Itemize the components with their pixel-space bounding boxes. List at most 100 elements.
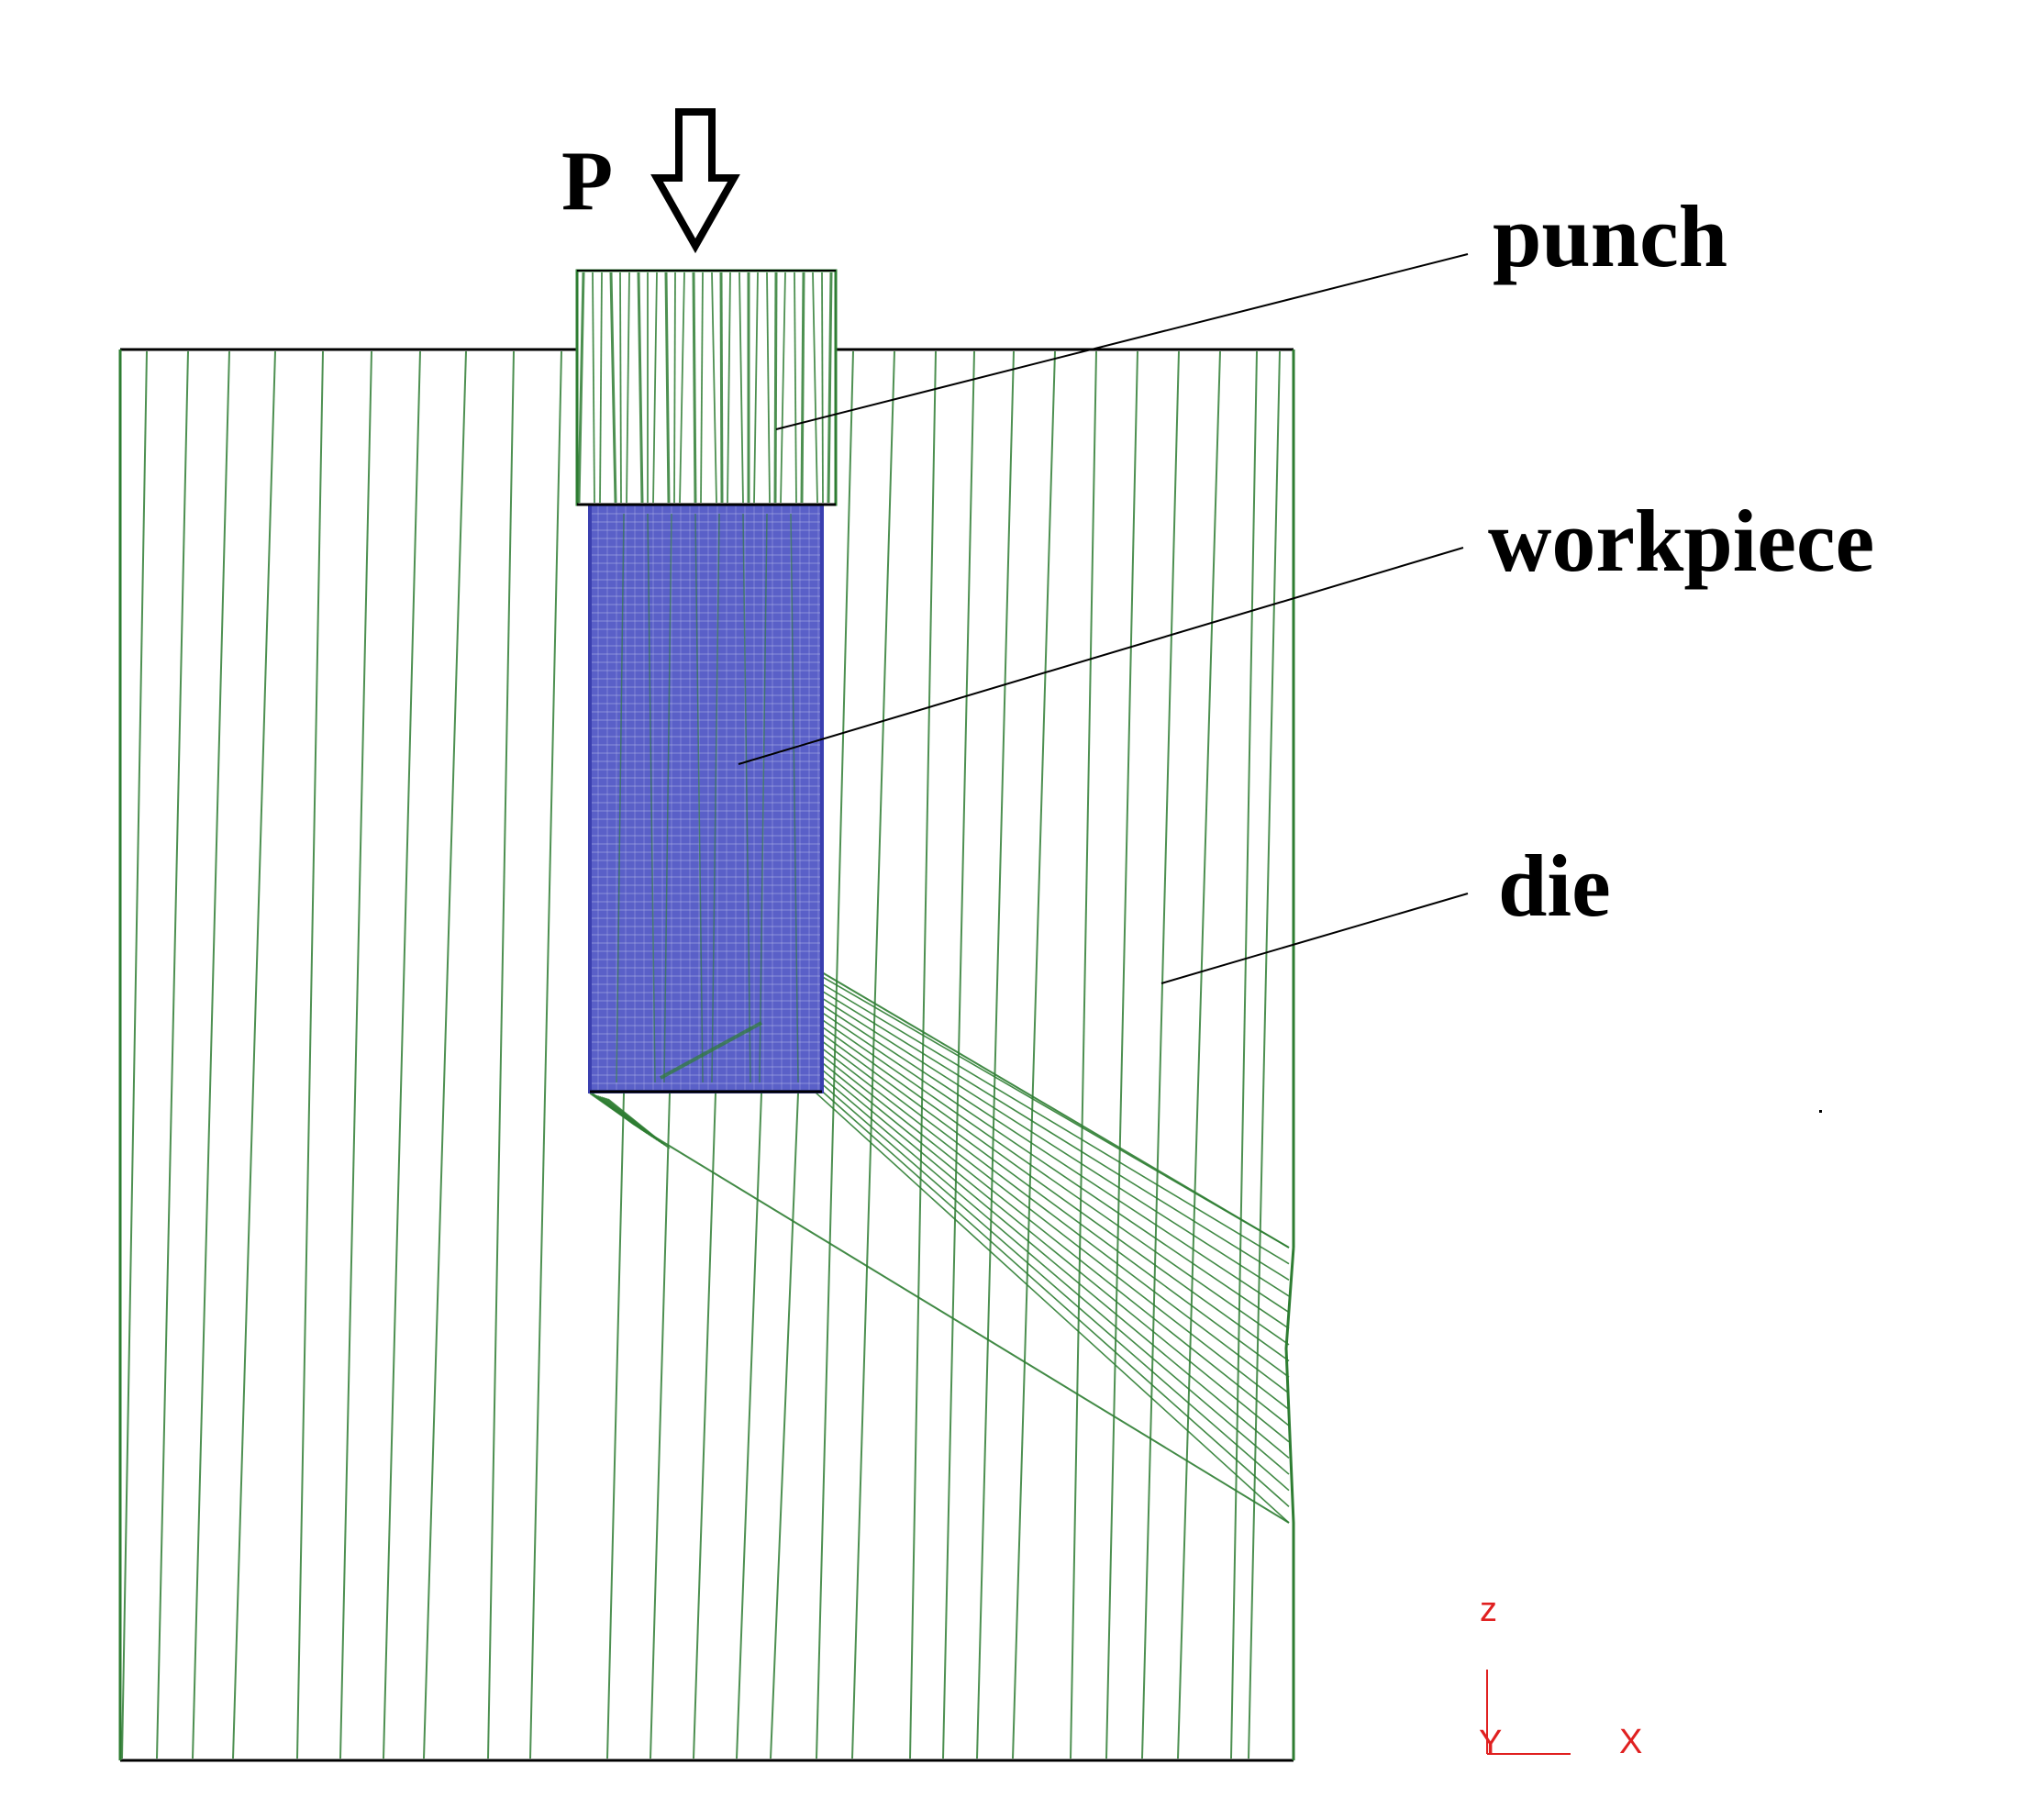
- die-vertical-mesh-lines: [121, 350, 1281, 1759]
- die-mesh-line: [1070, 350, 1097, 1759]
- punch-leader-line: [775, 253, 1469, 430]
- die-mesh: [118, 348, 1295, 1762]
- down-arrow-icon: [650, 108, 740, 254]
- die-channel-line: [814, 1083, 1290, 1507]
- punch-mesh-line: [692, 272, 697, 504]
- die-channel-line: [814, 1091, 1290, 1524]
- workpiece-body: [588, 503, 824, 1093]
- workpiece-die-overlay-line: [660, 1021, 762, 1080]
- die-mesh-line: [383, 350, 421, 1759]
- die-mesh-line: [976, 350, 1015, 1759]
- die-mesh-line: [909, 350, 937, 1759]
- die-leader-line: [1160, 893, 1469, 984]
- punch-mesh-line: [599, 272, 603, 504]
- die-mesh-line: [156, 350, 189, 1759]
- workpiece-mesh: [588, 503, 824, 1093]
- die-channel-line: [814, 985, 1290, 1281]
- die-channel-line: [814, 993, 1290, 1297]
- die-mesh-line: [192, 350, 230, 1759]
- die-mesh-line: [1012, 350, 1056, 1759]
- die-mesh-line: [606, 1093, 625, 1759]
- punch-mesh-line: [673, 272, 676, 504]
- punch-mesh-line: [679, 272, 685, 504]
- punch-mesh-line: [812, 272, 818, 504]
- punch-mesh-line: [766, 272, 771, 504]
- punch-mesh-line: [821, 272, 824, 504]
- punch-mesh-line: [609, 272, 617, 504]
- die-mesh-line: [1141, 350, 1180, 1759]
- die-mesh-line: [650, 1093, 671, 1759]
- workpiece-die-overlay-line: [647, 513, 656, 1083]
- die-channel-line: [814, 999, 1290, 1314]
- triad-y-label: Y: [1479, 1724, 1502, 1762]
- die-mesh-line: [1105, 350, 1138, 1759]
- die-channel-line: [814, 1020, 1290, 1362]
- die-channel-line: [814, 1077, 1290, 1492]
- workpiece-die-overlay-line: [790, 513, 799, 1083]
- punch-mesh-line: [619, 272, 622, 504]
- workpiece-die-overlay-line: [694, 513, 704, 1083]
- die-mesh-line: [816, 350, 854, 1759]
- die-channel-line: [814, 1049, 1290, 1426]
- die-channel-line: [814, 1062, 1290, 1459]
- die-channel-line: [814, 1027, 1290, 1378]
- die-mesh-line: [1177, 350, 1221, 1759]
- coordinate-triad: z Y X: [1479, 1591, 1642, 1762]
- triad-z-label: z: [1480, 1591, 1497, 1629]
- die-mesh-line: [942, 350, 975, 1759]
- die-mesh-line: [1248, 350, 1281, 1759]
- die-callout-label: die: [1498, 837, 1611, 935]
- die-mesh-line: [487, 350, 515, 1759]
- die-channel-line: [814, 1014, 1290, 1346]
- workpiece-die-overlay-line: [711, 513, 720, 1083]
- triad-x-label: X: [1619, 1723, 1642, 1761]
- die-channel-line: [814, 1056, 1290, 1443]
- workpiece-die-overlay-line: [742, 513, 751, 1083]
- punch-mesh-line: [827, 272, 833, 504]
- die-mesh-line: [423, 350, 467, 1759]
- die-channel-line: [814, 978, 1290, 1265]
- punch-mesh-line: [800, 272, 805, 504]
- punch-mesh-lines: [577, 272, 833, 504]
- die-mesh-line: [529, 350, 562, 1759]
- punch-mesh-line: [738, 272, 744, 504]
- die-mesh-line: [296, 350, 324, 1759]
- die-mesh-line: [339, 350, 372, 1759]
- die-channel-line: [632, 1123, 1290, 1524]
- die-channel-line: [814, 1041, 1290, 1411]
- punch-mesh-line: [753, 272, 759, 504]
- workpiece-callout-label: workpiece: [1488, 492, 1874, 590]
- punch-mesh-line: [700, 272, 704, 504]
- punch-mesh-line: [664, 272, 671, 504]
- die-channel-line: [814, 1070, 1290, 1475]
- die-mesh-line: [121, 350, 148, 1759]
- die-mesh-line: [1230, 350, 1258, 1759]
- punch-mesh-line: [652, 272, 658, 504]
- punch-mesh-line: [711, 272, 717, 504]
- die-channel-mesh-lines: [589, 971, 1290, 1524]
- punch-mesh-line: [592, 272, 595, 504]
- die-mesh-line: [736, 1093, 762, 1759]
- die-channel-line: [814, 1006, 1290, 1329]
- die-mesh-line: [693, 1093, 716, 1759]
- stray-dot: [1819, 1110, 1822, 1113]
- workpiece-grid-lines: [592, 506, 820, 1090]
- punch-mesh-line: [727, 272, 731, 504]
- die-right-edge-lower: [1284, 1247, 1295, 1760]
- punch-mesh: [575, 269, 838, 506]
- workpiece-die-overlay-line: [759, 513, 768, 1083]
- punch-mesh-line: [719, 272, 724, 504]
- punch-mesh-line: [794, 272, 797, 504]
- die-mesh-line: [232, 350, 276, 1759]
- die-channel-line: [589, 1091, 634, 1125]
- punch-mesh-line: [577, 272, 585, 504]
- die-channel-line: [814, 1035, 1290, 1394]
- punch-mesh-line: [773, 272, 778, 504]
- workpiece-die-overlay-line: [616, 513, 625, 1083]
- punch-mesh-line: [637, 272, 644, 504]
- load-indicator: P: [561, 108, 740, 254]
- load-label: P: [561, 134, 613, 228]
- die-channel-line: [821, 971, 1290, 1248]
- workpiece-leader-line: [738, 547, 1464, 765]
